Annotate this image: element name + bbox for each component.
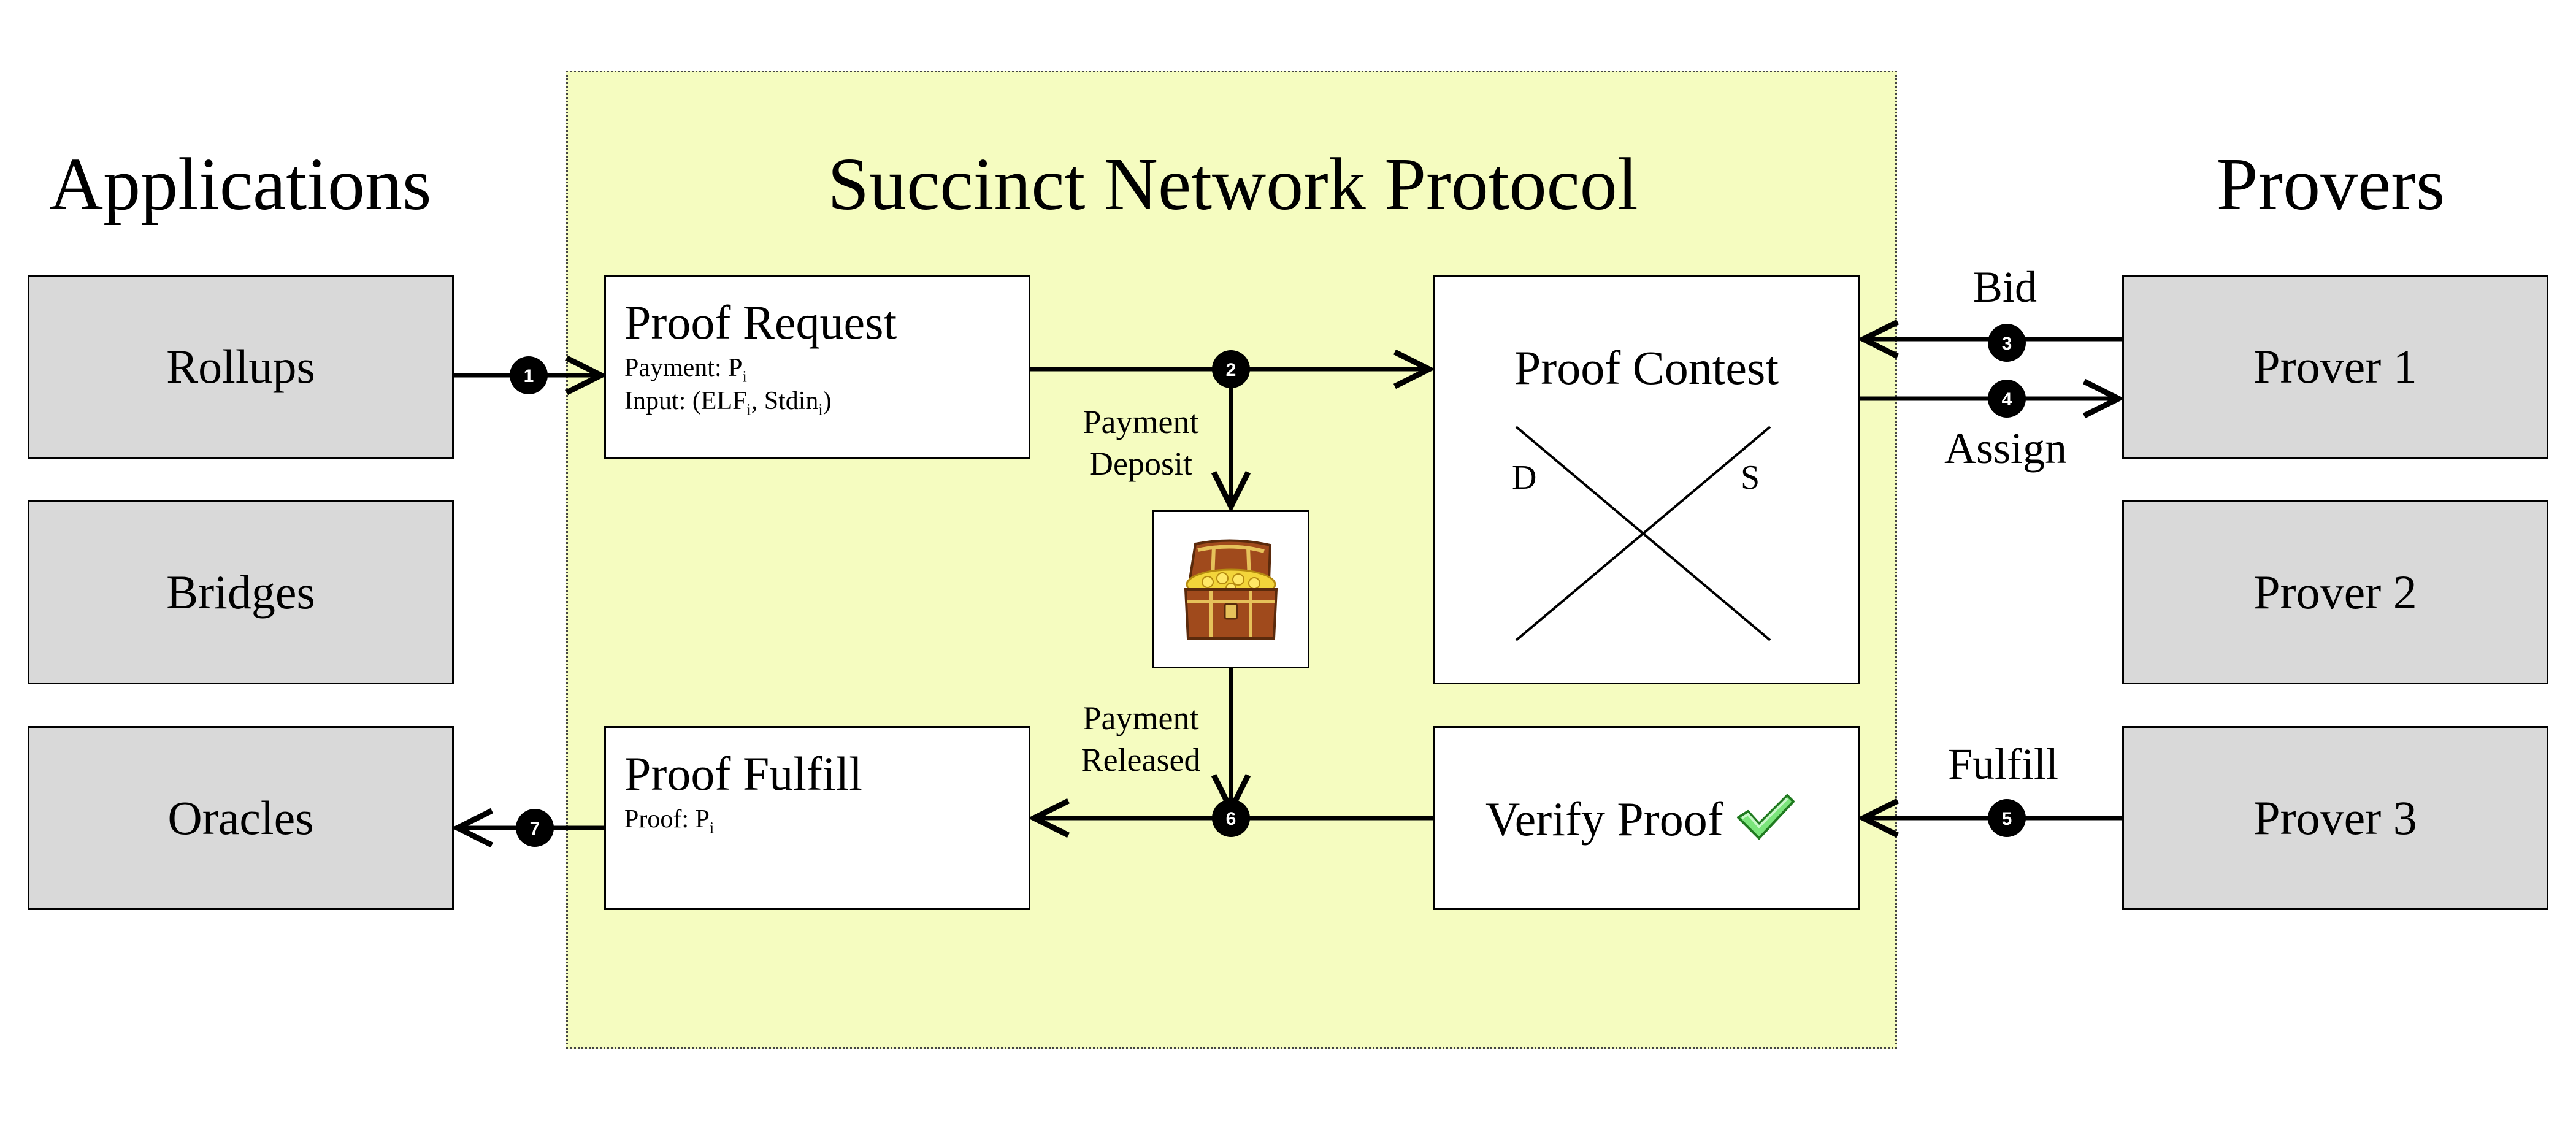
- treasure-chest-icon: [1184, 539, 1278, 640]
- bid-label: Bid: [1973, 262, 2037, 312]
- application-box-oracles: Oracles: [28, 726, 454, 910]
- step-badge-4: 4: [1988, 380, 2026, 418]
- svg-text:6: 6: [1226, 809, 1236, 829]
- prover-box-3: Prover 3: [2122, 726, 2548, 910]
- svg-text:4: 4: [2002, 389, 2012, 410]
- checkmark-icon: [1737, 794, 1795, 840]
- proof-contest-box: Proof Contest D S: [1433, 275, 1860, 684]
- prover-box-1: Prover 1: [2122, 275, 2548, 459]
- prover-box-2: Prover 2: [2122, 500, 2548, 684]
- proof-fulfill-title: Proof Fulfill: [624, 747, 862, 800]
- verify-proof-box: Verify Proof: [1433, 726, 1860, 910]
- svg-text:1: 1: [524, 366, 534, 386]
- fulfill-label: Fulfill: [1948, 740, 2059, 789]
- svg-text:2: 2: [1226, 360, 1236, 380]
- verify-proof-title: Verify Proof: [1485, 792, 1723, 846]
- applications-heading: Applications: [49, 143, 432, 226]
- assign-label: Assign: [1944, 424, 2068, 473]
- treasure-chest-box: [1152, 510, 1309, 668]
- step-badge-7: 7: [516, 809, 554, 847]
- step-badge-3: 3: [1988, 324, 2026, 362]
- svg-text:7: 7: [530, 819, 540, 839]
- proof-request-input: Input: (ELFi, Stdini): [624, 387, 832, 419]
- step-badge-1: 1: [510, 356, 548, 394]
- proof-request-title: Proof Request: [624, 296, 897, 349]
- proof-request-box: Proof Request Payment: Pi Input: (ELFi, …: [604, 275, 1030, 459]
- proof-contest-label-d: D: [1512, 459, 1537, 497]
- proof-contest-title: Proof Contest: [1514, 341, 1779, 394]
- provers-heading: Provers: [2216, 143, 2445, 226]
- svg-text:5: 5: [2002, 809, 2012, 829]
- application-box-bridges: Bridges: [28, 500, 454, 684]
- proof-request-payment: Payment: Pi: [624, 354, 747, 386]
- proof-fulfill-box: Proof Fulfill Proof: Pi: [604, 726, 1030, 910]
- proof-contest-label-s: S: [1741, 459, 1760, 497]
- contest-cross-line-2: [1515, 426, 1771, 641]
- application-box-rollups: Rollups: [28, 275, 454, 459]
- step-badge-6: 6: [1212, 799, 1250, 837]
- step-badge-5: 5: [1988, 799, 2026, 837]
- svg-text:3: 3: [2002, 334, 2012, 354]
- protocol-heading: Succinct Network Protocol: [827, 143, 1638, 226]
- proof-fulfill-proof: Proof: Pi: [624, 805, 715, 837]
- step-badge-2: 2: [1212, 350, 1250, 388]
